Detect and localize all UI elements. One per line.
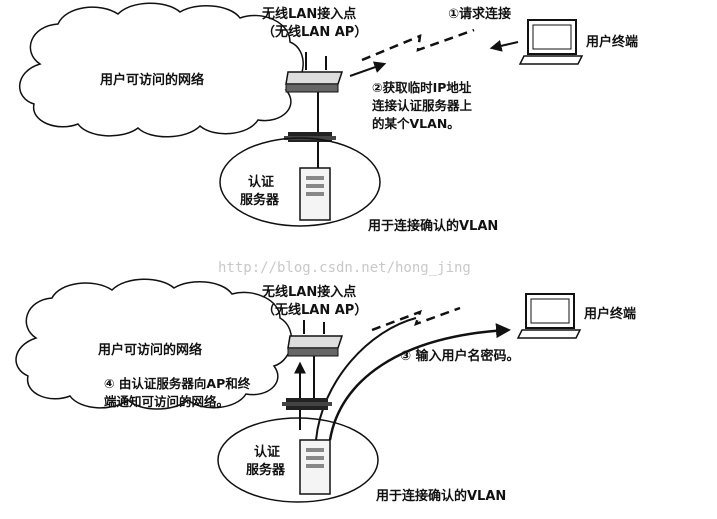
bottom-switch-icon — [282, 398, 332, 410]
bottom-ap-label-line1: 无线LAN接入点 — [261, 284, 356, 300]
bottom-network-cloud — [15, 278, 293, 410]
bottom-step3-label: ③ 输入用户名密码。 — [400, 348, 520, 364]
watermark-text: http://blog.csdn.net/hong_jing — [218, 260, 471, 276]
top-step2-line1: ②获取临时IP地址 — [372, 80, 472, 95]
top-server-label-line2: 服务器 — [240, 192, 280, 208]
top-network-label: 用户可访问的网络 — [99, 72, 204, 88]
top-ap-label-line1: 无线LAN接入点 — [261, 6, 356, 22]
bottom-step4-line2: 端通知可访问的网络。 — [104, 394, 229, 409]
bottom-server-icon — [299, 439, 331, 495]
top-server-icon — [299, 167, 331, 221]
top-step1-label: ①请求连接 — [448, 6, 511, 22]
top-panel: 用户可访问的网络 无线LAN接入点 （无线LAN AP） 认证 服 — [18, 2, 638, 234]
bottom-vlan-label: 用于连接确认的VLAN — [375, 488, 506, 504]
bottom-server-label-line1: 认证 — [254, 444, 280, 460]
bottom-access-point-icon — [287, 320, 344, 357]
bottom-laptop-icon — [516, 293, 582, 339]
top-vlan-ellipse — [219, 137, 381, 227]
bottom-ap-label-line2: （无线LAN AP） — [262, 302, 367, 318]
bottom-auth-flow-arrow — [328, 323, 511, 441]
top-vlan-label: 用于连接确认的VLAN — [367, 218, 498, 234]
top-step2-line3: 的某个VLAN。 — [372, 116, 460, 131]
top-access-point-icon — [285, 52, 344, 93]
top-step2-line2: 连接认证服务器上 — [372, 98, 473, 113]
bottom-step4-line1: ④ 由认证服务器向AP和终 — [104, 376, 251, 391]
top-wireless-signal — [361, 28, 475, 62]
bottom-server-label-line2: 服务器 — [246, 462, 286, 478]
top-ap-label-line2: （无线LAN AP） — [262, 24, 367, 40]
bottom-network-label: 用户可访问的网络 — [97, 342, 202, 358]
top-laptop-icon — [518, 19, 584, 65]
bottom-panel: 用户可访问的网络 无线LAN接入点 （无线LAN AP） — [15, 278, 636, 504]
bottom-terminal-label: 用户终端 — [583, 306, 636, 322]
top-network-cloud — [18, 2, 304, 138]
bottom-vlan-ellipse — [217, 417, 379, 503]
top-server-label-line1: 认证 — [248, 174, 274, 190]
top-terminal-label: 用户终端 — [585, 34, 638, 50]
